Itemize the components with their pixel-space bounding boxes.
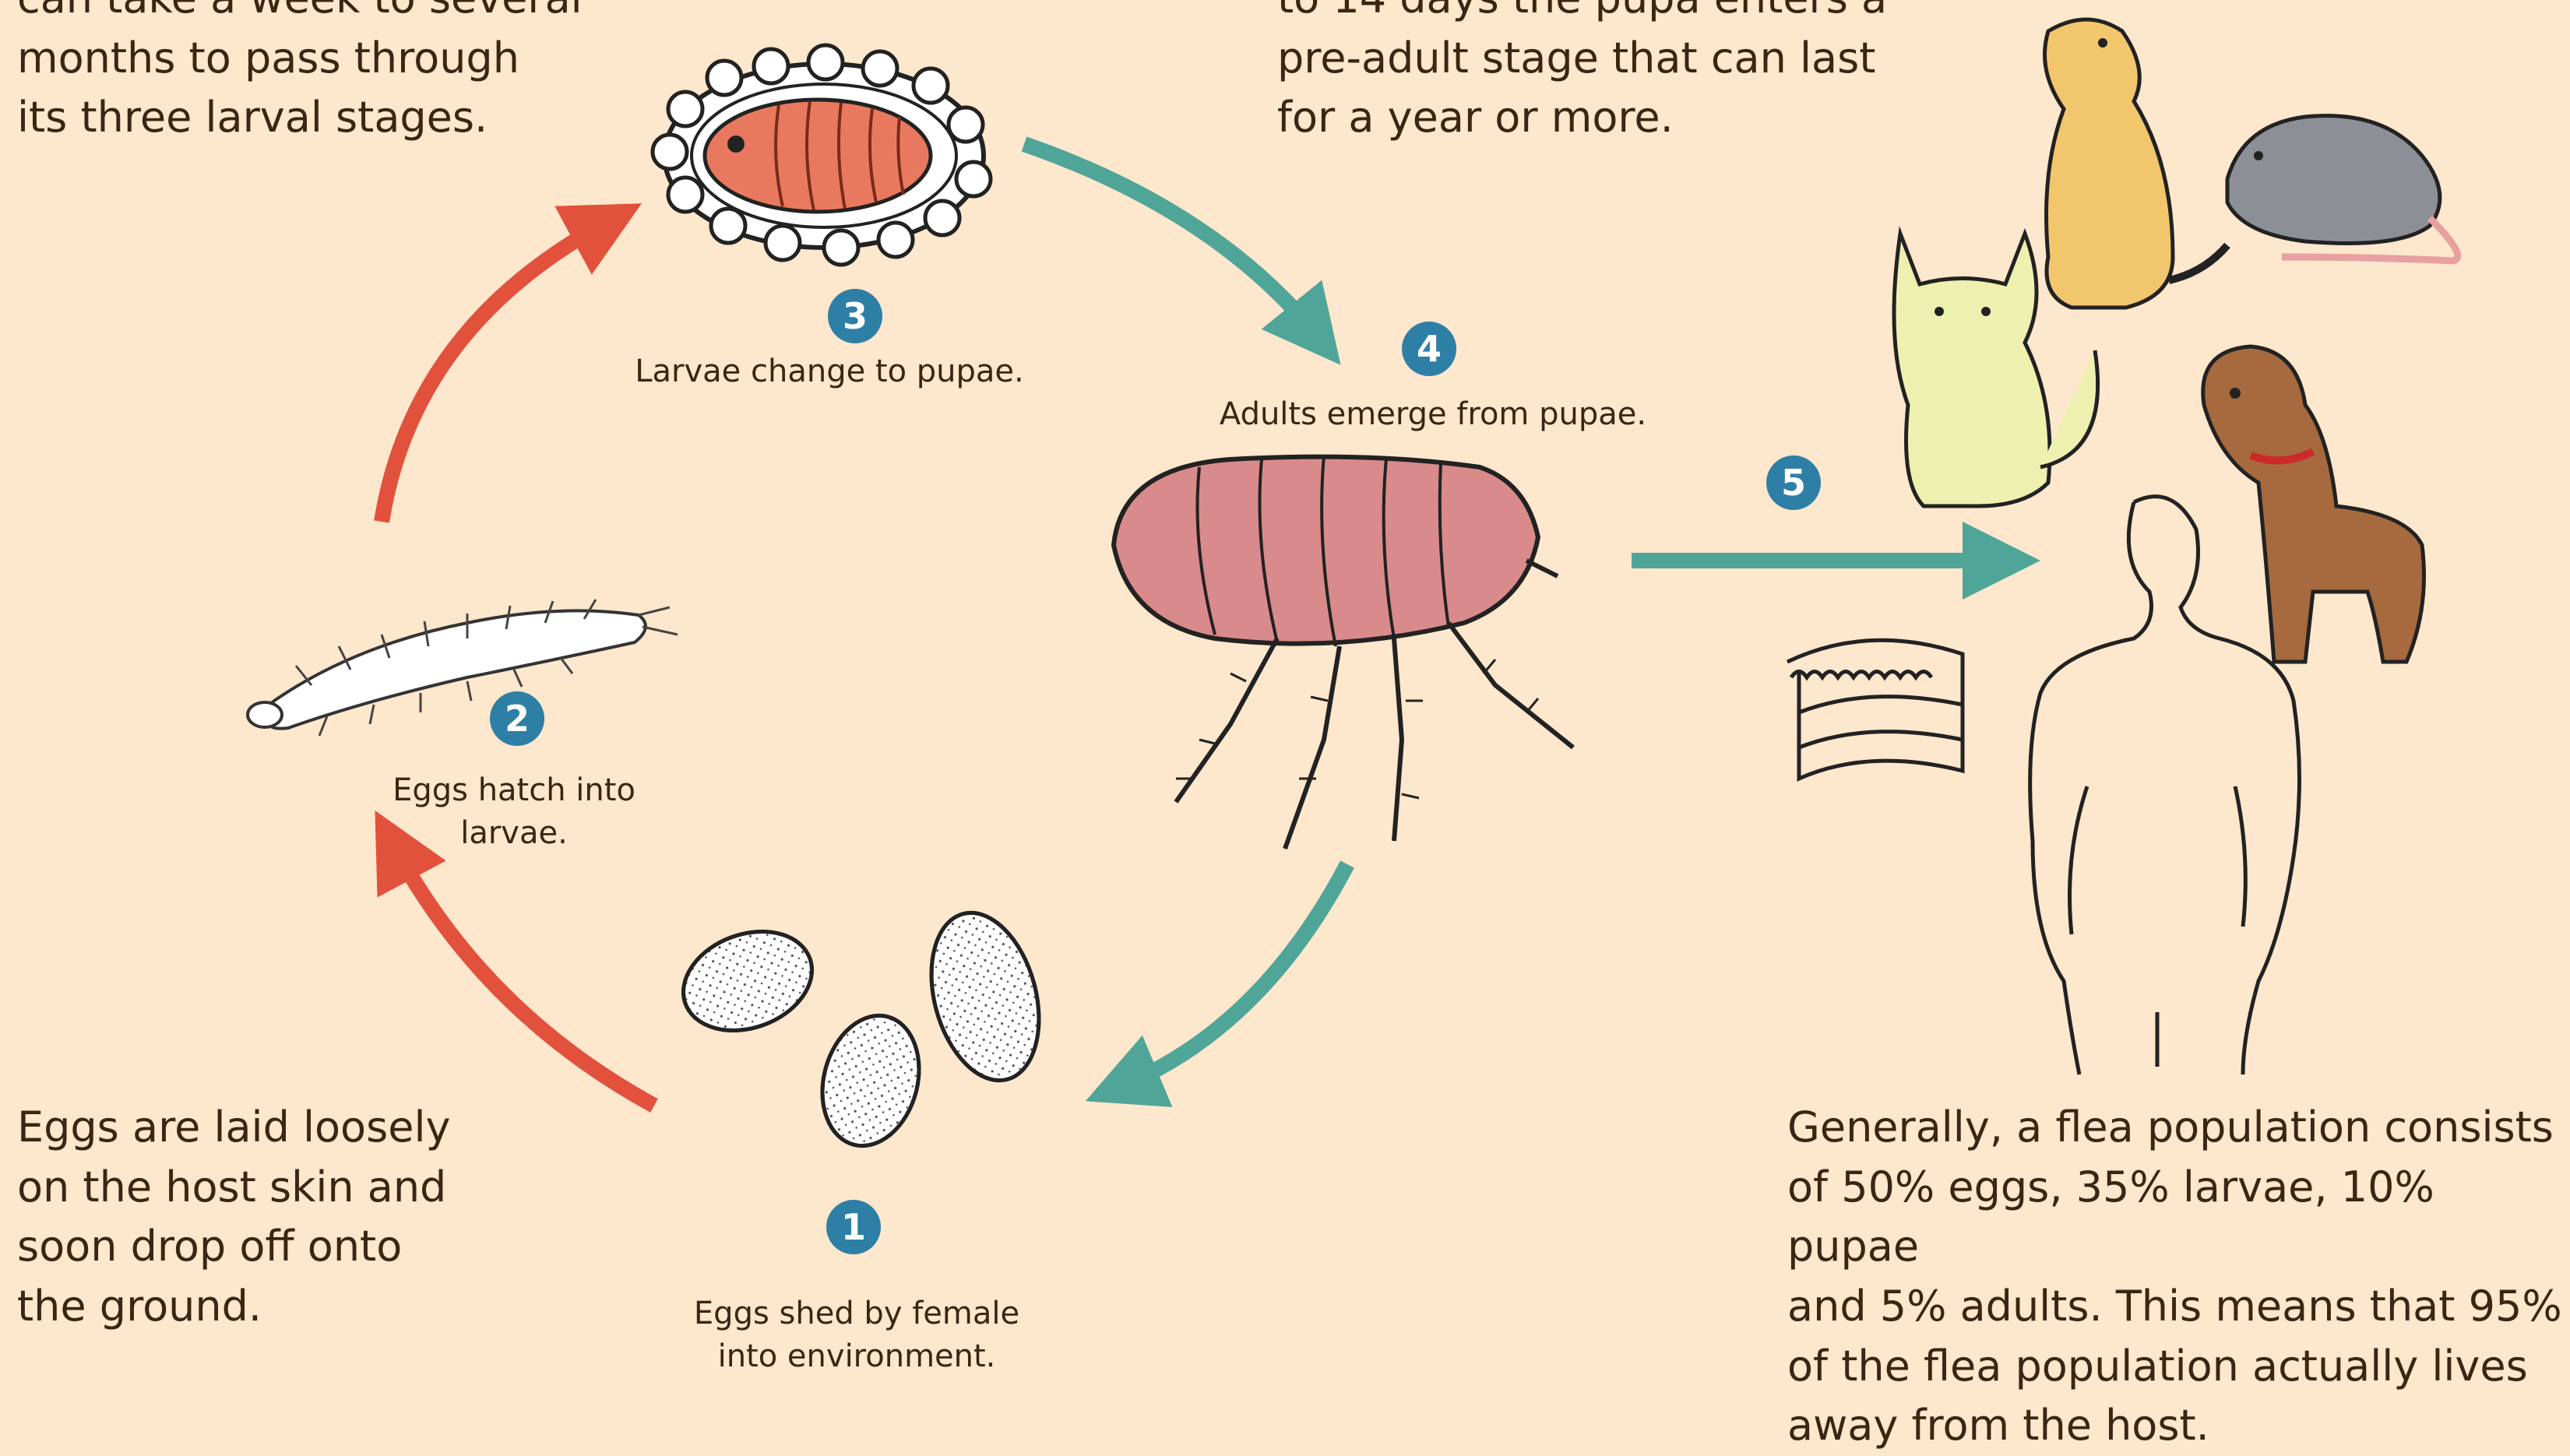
arrow-eggs-to-larvae [393,845,654,1106]
arrow-pupae-to-adults [1024,144,1316,335]
step-badge-2: 2 [490,691,544,746]
step-badge-1: 1 [826,1200,881,1254]
step-caption-4: Adults emerge from pupae. [1199,393,1667,436]
arrow-larvae-to-pupae [382,222,607,522]
larva-illustration [248,600,678,736]
rat-illustration [2227,116,2458,261]
arrow-adults-to-eggs [1121,864,1347,1086]
skin-layers-illustration [1787,640,1963,779]
eggs-illustration [670,901,1057,1157]
step-badge-4: 4 [1402,322,1456,376]
adult-flea-illustration [1114,455,1573,849]
pupa-illustration [653,45,991,265]
step-badge-5: 5 [1766,455,1821,510]
step-caption-3: Larvae change to pupae. [623,350,1036,393]
life-cycle-diagram [0,0,2570,1393]
human-outline-illustration [2030,497,2300,1074]
step-caption-2: Eggs hatch into larvae. [366,769,662,855]
dog-illustration [2203,346,2424,662]
step-badge-3: 3 [828,289,882,343]
prairie-dog-illustration [2045,19,2228,308]
step-caption-1: Eggs shed by female into environment. [670,1292,1044,1378]
